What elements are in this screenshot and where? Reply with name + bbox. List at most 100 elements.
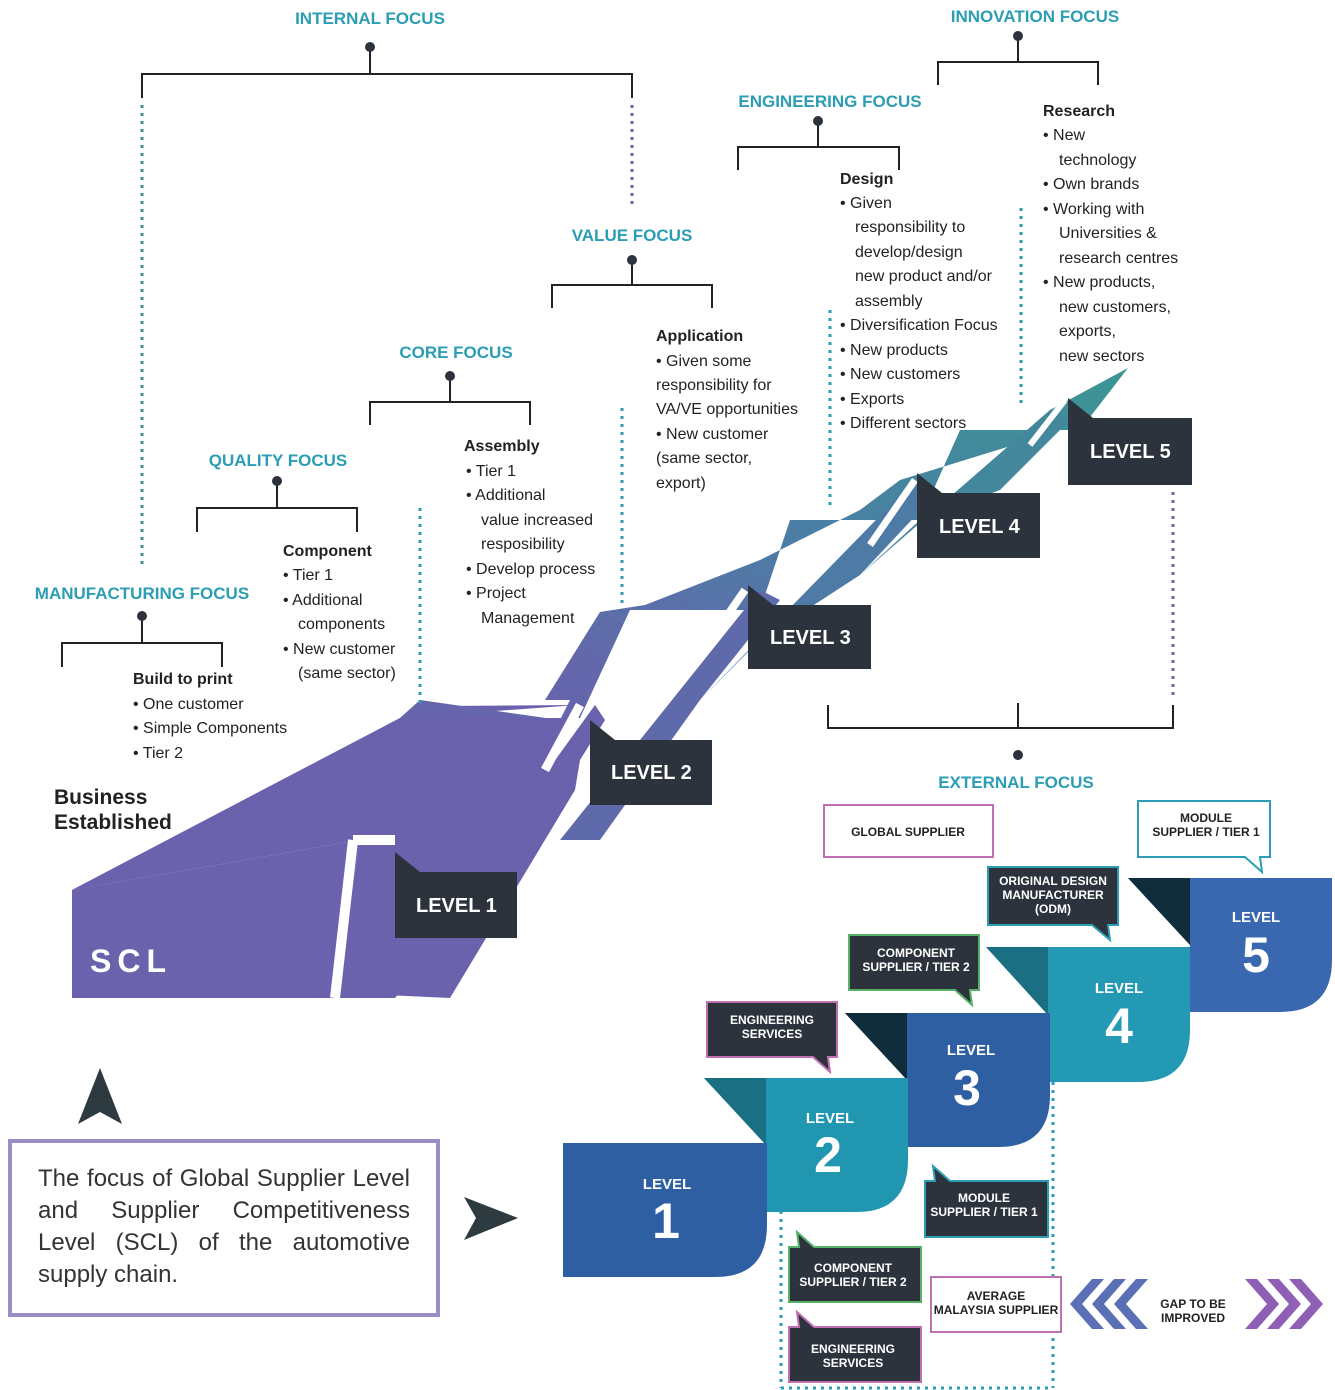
manufacturing-block: Build to print • One customer • Simple C… xyxy=(133,671,287,762)
core-block: Assembly • Tier 1 • Additional value inc… xyxy=(464,438,595,627)
svg-text:LEVEL: LEVEL xyxy=(806,1110,854,1127)
svg-text:new sectors: new sectors xyxy=(1059,348,1144,365)
scl-level-1: LEVEL 1 xyxy=(395,852,517,938)
svg-text:SUPPLIER / TIER 1: SUPPLIER / TIER 1 xyxy=(1152,825,1260,839)
svg-text:MALAYSIA SUPPLIER: MALAYSIA SUPPLIER xyxy=(934,1303,1059,1317)
svg-text:3: 3 xyxy=(953,1060,981,1116)
svg-text:value increased: value increased xyxy=(481,512,593,529)
svg-text:• Simple Components: • Simple Components xyxy=(133,720,287,737)
svg-text:• New products,: • New products, xyxy=(1043,274,1155,291)
svg-text:4: 4 xyxy=(1105,998,1133,1054)
svg-text:responsibility to: responsibility to xyxy=(855,219,965,236)
svg-text:responsibility for: responsibility for xyxy=(656,377,772,394)
right-arrow-icon xyxy=(464,1197,518,1240)
svg-text:5: 5 xyxy=(1242,927,1270,983)
svg-text:SERVICES: SERVICES xyxy=(742,1027,802,1041)
gsl-level-3: LEVEL 3 xyxy=(845,1013,1050,1147)
engineering-services-callout-top: ENGINEERING SERVICES xyxy=(706,1001,838,1075)
svg-text:AVERAGE: AVERAGE xyxy=(967,1289,1025,1303)
svg-text:MODULE: MODULE xyxy=(958,1191,1010,1205)
quality-focus-title: QUALITY FOCUS xyxy=(209,451,348,470)
global-supplier-box: GLOBAL SUPPLIER xyxy=(823,804,994,858)
svg-text:• Additional: • Additional xyxy=(466,487,545,504)
svg-text:MODULE: MODULE xyxy=(1180,811,1232,825)
svg-text:SUPPLIER / TIER 1: SUPPLIER / TIER 1 xyxy=(930,1205,1038,1219)
odm-callout: ORIGINAL DESIGN MANUFACTURER (ODM) xyxy=(987,866,1119,943)
svg-text:ENGINEERING: ENGINEERING xyxy=(730,1013,814,1027)
stair-notch-5 xyxy=(860,410,1070,575)
gap-label-1: GAP TO BE xyxy=(1160,1297,1226,1311)
svg-text:• Tier 2: • Tier 2 xyxy=(133,745,183,762)
svg-text:• Given some: • Given some xyxy=(656,353,752,370)
svg-text:SERVICES: SERVICES xyxy=(823,1356,883,1370)
svg-text:LEVEL: LEVEL xyxy=(643,1176,691,1193)
svg-text:• New customers: • New customers xyxy=(840,366,960,383)
component-supplier-callout-bottom: COMPONENT SUPPLIER / TIER 2 xyxy=(788,1229,922,1303)
svg-text:Assembly: Assembly xyxy=(464,438,540,455)
svg-text:new customers,: new customers, xyxy=(1059,299,1171,316)
engineering-focus-title: ENGINEERING FOCUS xyxy=(738,92,921,111)
stair-band-main xyxy=(72,368,1128,890)
svg-text:LEVEL 4: LEVEL 4 xyxy=(939,516,1021,538)
up-arrow-icon xyxy=(78,1068,122,1124)
internal-focus-title: INTERNAL FOCUS xyxy=(295,9,445,28)
gap-label-2: IMPROVED xyxy=(1161,1311,1225,1325)
svg-text:2: 2 xyxy=(814,1127,842,1183)
engineering-block: Design • Given responsibility to develop… xyxy=(840,171,998,432)
svg-text:exports,: exports, xyxy=(1059,323,1116,340)
svg-text:COMPONENT: COMPONENT xyxy=(877,946,956,960)
gsl-level-4: LEVEL 4 xyxy=(986,947,1190,1082)
svg-text:(same sector): (same sector) xyxy=(298,665,396,682)
scl-label: SCL xyxy=(90,943,172,979)
svg-text:Design: Design xyxy=(840,171,893,188)
svg-text:• Tier 1: • Tier 1 xyxy=(283,567,333,584)
value-focus-title: VALUE FOCUS xyxy=(572,226,693,245)
svg-text:COMPONENT: COMPONENT xyxy=(814,1261,893,1275)
scl-level-2: LEVEL 2 xyxy=(590,720,712,805)
svg-text:MANUFACTURER: MANUFACTURER xyxy=(1002,888,1104,902)
svg-text:• Own brands: • Own brands xyxy=(1043,176,1139,193)
module-supplier-callout-top: MODULE SUPPLIER / TIER 1 xyxy=(1137,800,1271,875)
module-supplier-callout-bottom: MODULE SUPPLIER / TIER 1 xyxy=(924,1163,1049,1238)
component-supplier-callout-top: COMPONENT SUPPLIER / TIER 2 xyxy=(848,934,980,1008)
svg-text:export): export) xyxy=(656,475,706,492)
svg-text:• New customer: • New customer xyxy=(656,426,769,443)
svg-text:new product and/or: new product and/or xyxy=(855,268,993,285)
svg-text:1: 1 xyxy=(652,1193,680,1249)
svg-text:(ODM): (ODM) xyxy=(1035,902,1071,916)
svg-text:• One customer: • One customer xyxy=(133,696,244,713)
svg-text:• Given: • Given xyxy=(840,195,892,212)
svg-text:LEVEL: LEVEL xyxy=(947,1042,995,1059)
svg-text:LEVEL 5: LEVEL 5 xyxy=(1090,441,1171,463)
svg-text:assembly: assembly xyxy=(855,293,923,310)
svg-text:LEVEL: LEVEL xyxy=(1232,909,1280,926)
svg-text:• Working with: • Working with xyxy=(1043,201,1144,218)
svg-text:• Additional: • Additional xyxy=(283,592,362,609)
svg-text:• Diversification Focus: • Diversification Focus xyxy=(840,317,998,334)
svg-text:• Develop process: • Develop process xyxy=(466,561,595,578)
innovation-block: Research • New technology • Own brands •… xyxy=(1043,103,1178,365)
svg-text:Build to print: Build to print xyxy=(133,671,233,688)
quality-block: Component • Tier 1 • Additional componen… xyxy=(283,543,396,682)
gsl-level-5: LEVEL 5 xyxy=(1128,878,1332,1012)
scl-level-3: LEVEL 3 xyxy=(748,585,871,669)
svg-text:• Exports: • Exports xyxy=(840,391,904,408)
svg-text:components: components xyxy=(298,616,385,633)
svg-text:LEVEL 2: LEVEL 2 xyxy=(611,762,692,784)
svg-text:GLOBAL SUPPLIER: GLOBAL SUPPLIER xyxy=(851,825,965,839)
gsl-level-2: LEVEL 2 xyxy=(704,1078,908,1212)
svg-text:• Different sectors: • Different sectors xyxy=(840,415,966,432)
svg-text:LEVEL 3: LEVEL 3 xyxy=(770,627,851,649)
svg-text:Research: Research xyxy=(1043,103,1115,120)
svg-text:Universities &: Universities & xyxy=(1059,225,1157,242)
gsl-level-1: LEVEL 1 xyxy=(563,1143,767,1277)
svg-text:develop/design: develop/design xyxy=(855,244,963,261)
manufacturing-focus-title: MANUFACTURING FOCUS xyxy=(35,584,249,603)
svg-text:• New customer: • New customer xyxy=(283,641,396,658)
svg-text:resposibility: resposibility xyxy=(481,536,565,553)
engineering-services-callout-bottom: ENGINEERING SERVICES xyxy=(788,1309,922,1383)
svg-text:LEVEL: LEVEL xyxy=(1095,980,1143,997)
stair-front xyxy=(72,840,360,998)
svg-text:• New products: • New products xyxy=(840,342,948,359)
